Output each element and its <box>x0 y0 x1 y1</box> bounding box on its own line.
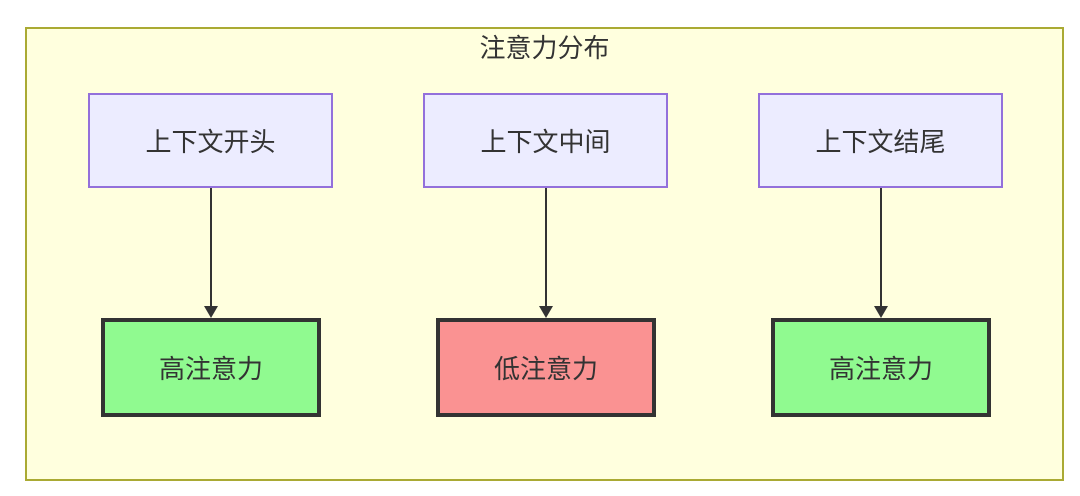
arrowhead-icon <box>874 306 888 318</box>
arrow-line <box>545 188 547 307</box>
node-context-end: 上下文结尾 <box>758 93 1003 188</box>
node-label: 上下文开头 <box>145 127 276 157</box>
attention-distribution-group: 注意力分布 上下文开头 高注意力 上下文中间 低注意力 上下文结尾 <box>25 27 1064 481</box>
arrow-context-end-to-result <box>874 188 888 318</box>
node-low-attention-middle: 低注意力 <box>436 318 656 417</box>
arrowhead-icon <box>539 306 553 318</box>
node-context-start: 上下文开头 <box>88 93 333 188</box>
node-high-attention-left: 高注意力 <box>101 318 321 417</box>
node-label: 低注意力 <box>493 354 598 384</box>
node-label: 上下文结尾 <box>815 127 946 157</box>
node-high-attention-right: 高注意力 <box>771 318 991 417</box>
arrow-context-start-to-result <box>204 188 218 318</box>
arrow-line <box>210 188 212 307</box>
arrow-line <box>880 188 882 307</box>
node-label: 上下文中间 <box>480 127 611 157</box>
arrowhead-icon <box>204 306 218 318</box>
node-label: 高注意力 <box>828 354 933 384</box>
node-context-middle: 上下文中间 <box>423 93 668 188</box>
node-label: 高注意力 <box>158 354 263 384</box>
diagram-title: 注意力分布 <box>479 33 610 63</box>
arrow-context-middle-to-result <box>539 188 553 318</box>
